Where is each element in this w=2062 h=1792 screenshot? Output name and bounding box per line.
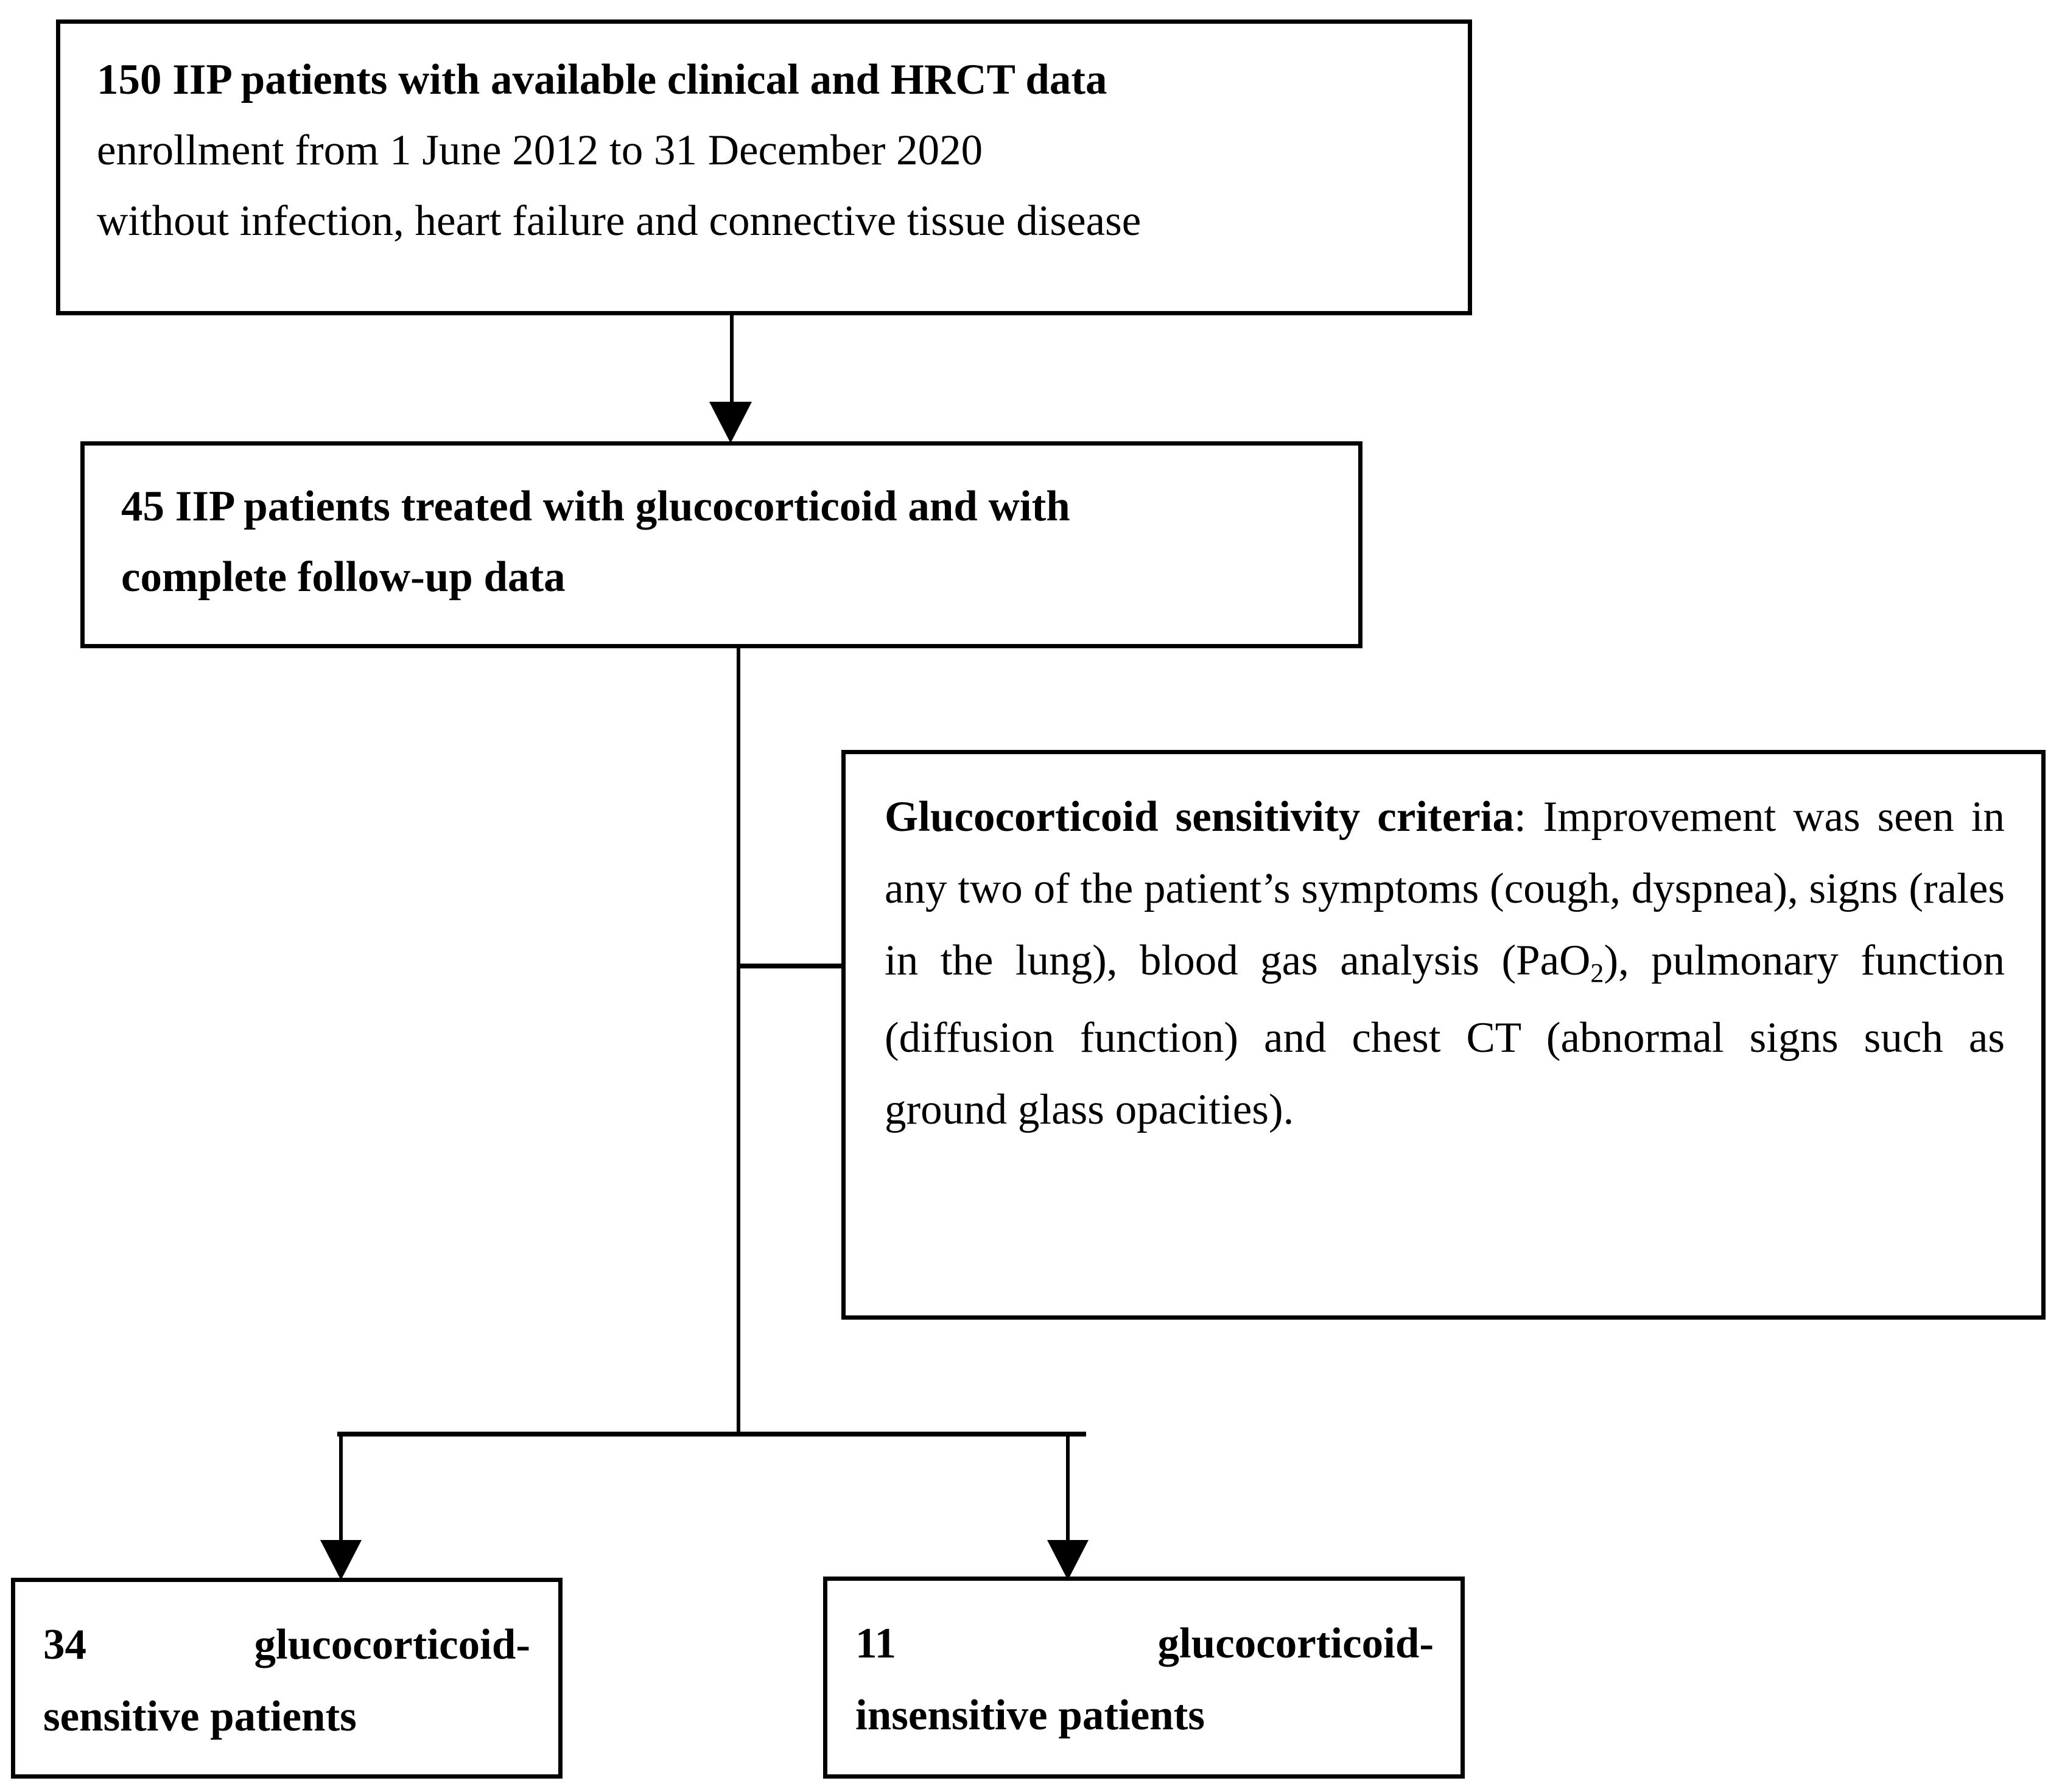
node-criteria-subscript: 2 [1590,958,1604,989]
edge-cohort-treated-line [730,315,734,407]
node-sensitive-text: 34 glucocorticoid- sensitive patients [43,1609,530,1752]
node-cohort-line2: enrollment from 1 June 2012 to 31 Decemb… [97,127,983,174]
edge-cohort-treated-arrowhead-icon [709,402,752,443]
node-criteria-title: Glucocorticoid sensitivity criteria [885,793,1514,841]
edge-split-horizontal [337,1432,1086,1437]
node-criteria-box: Glucocorticoid sensitivity criteria: Imp… [841,750,2046,1320]
node-insensitive-box: 11 glucocorticoid- insensitive patients [823,1577,1465,1779]
node-insensitive-line2: insensitive patients [855,1679,1434,1751]
node-cohort-line3: without infection, heart failure and con… [97,197,1141,245]
node-treated-line1: 45 IIP patients treated with glucocortic… [121,483,1070,530]
node-treated-line2: complete follow-up data [121,553,566,601]
node-insensitive-label-line2: insensitive patients [855,1692,1205,1739]
node-sensitive-line2: sensitive patients [43,1681,530,1752]
edge-treated-split-stem [737,648,740,1437]
node-treated-box: 45 IIP patients treated with glucocortic… [80,441,1362,648]
node-cohort-text: 150 IIP patients with available clinical… [97,44,1454,256]
node-treated-text: 45 IIP patients treated with glucocortic… [121,471,1339,612]
node-criteria-text: Glucocorticoid sensitivity criteria: Imp… [885,781,2005,1146]
node-criteria-body-part2: ), pulmonary function (diffusion functio… [885,937,2005,1133]
node-insensitive-text: 11 glucocorticoid- insensitive patients [855,1608,1434,1751]
node-sensitive-line1: 34 glucocorticoid- [43,1609,530,1681]
node-sensitive-label-line1: glucocorticoid- [254,1621,531,1668]
node-sensitive-count: 34 [43,1621,86,1668]
edge-treated-criteria-line [738,964,843,968]
node-sensitive-box: 34 glucocorticoid- sensitive patients [11,1578,563,1779]
node-sensitive-label-line2: sensitive patients [43,1693,357,1740]
node-insensitive-count: 11 [855,1620,897,1667]
node-criteria-body-part1: : Improvement was seen in any two of the… [885,793,2005,984]
edge-insensitive-line [1066,1432,1070,1542]
edge-insensitive-arrowhead-icon [1047,1540,1089,1580]
node-cohort-box: 150 IIP patients with available clinical… [56,19,1472,315]
edge-sensitive-line [339,1432,343,1542]
node-insensitive-label-line1: glucocorticoid- [1157,1620,1434,1667]
node-insensitive-line1: 11 glucocorticoid- [855,1608,1434,1679]
edge-sensitive-arrowhead-icon [320,1540,362,1580]
node-cohort-line1: 150 IIP patients with available clinical… [97,56,1107,103]
